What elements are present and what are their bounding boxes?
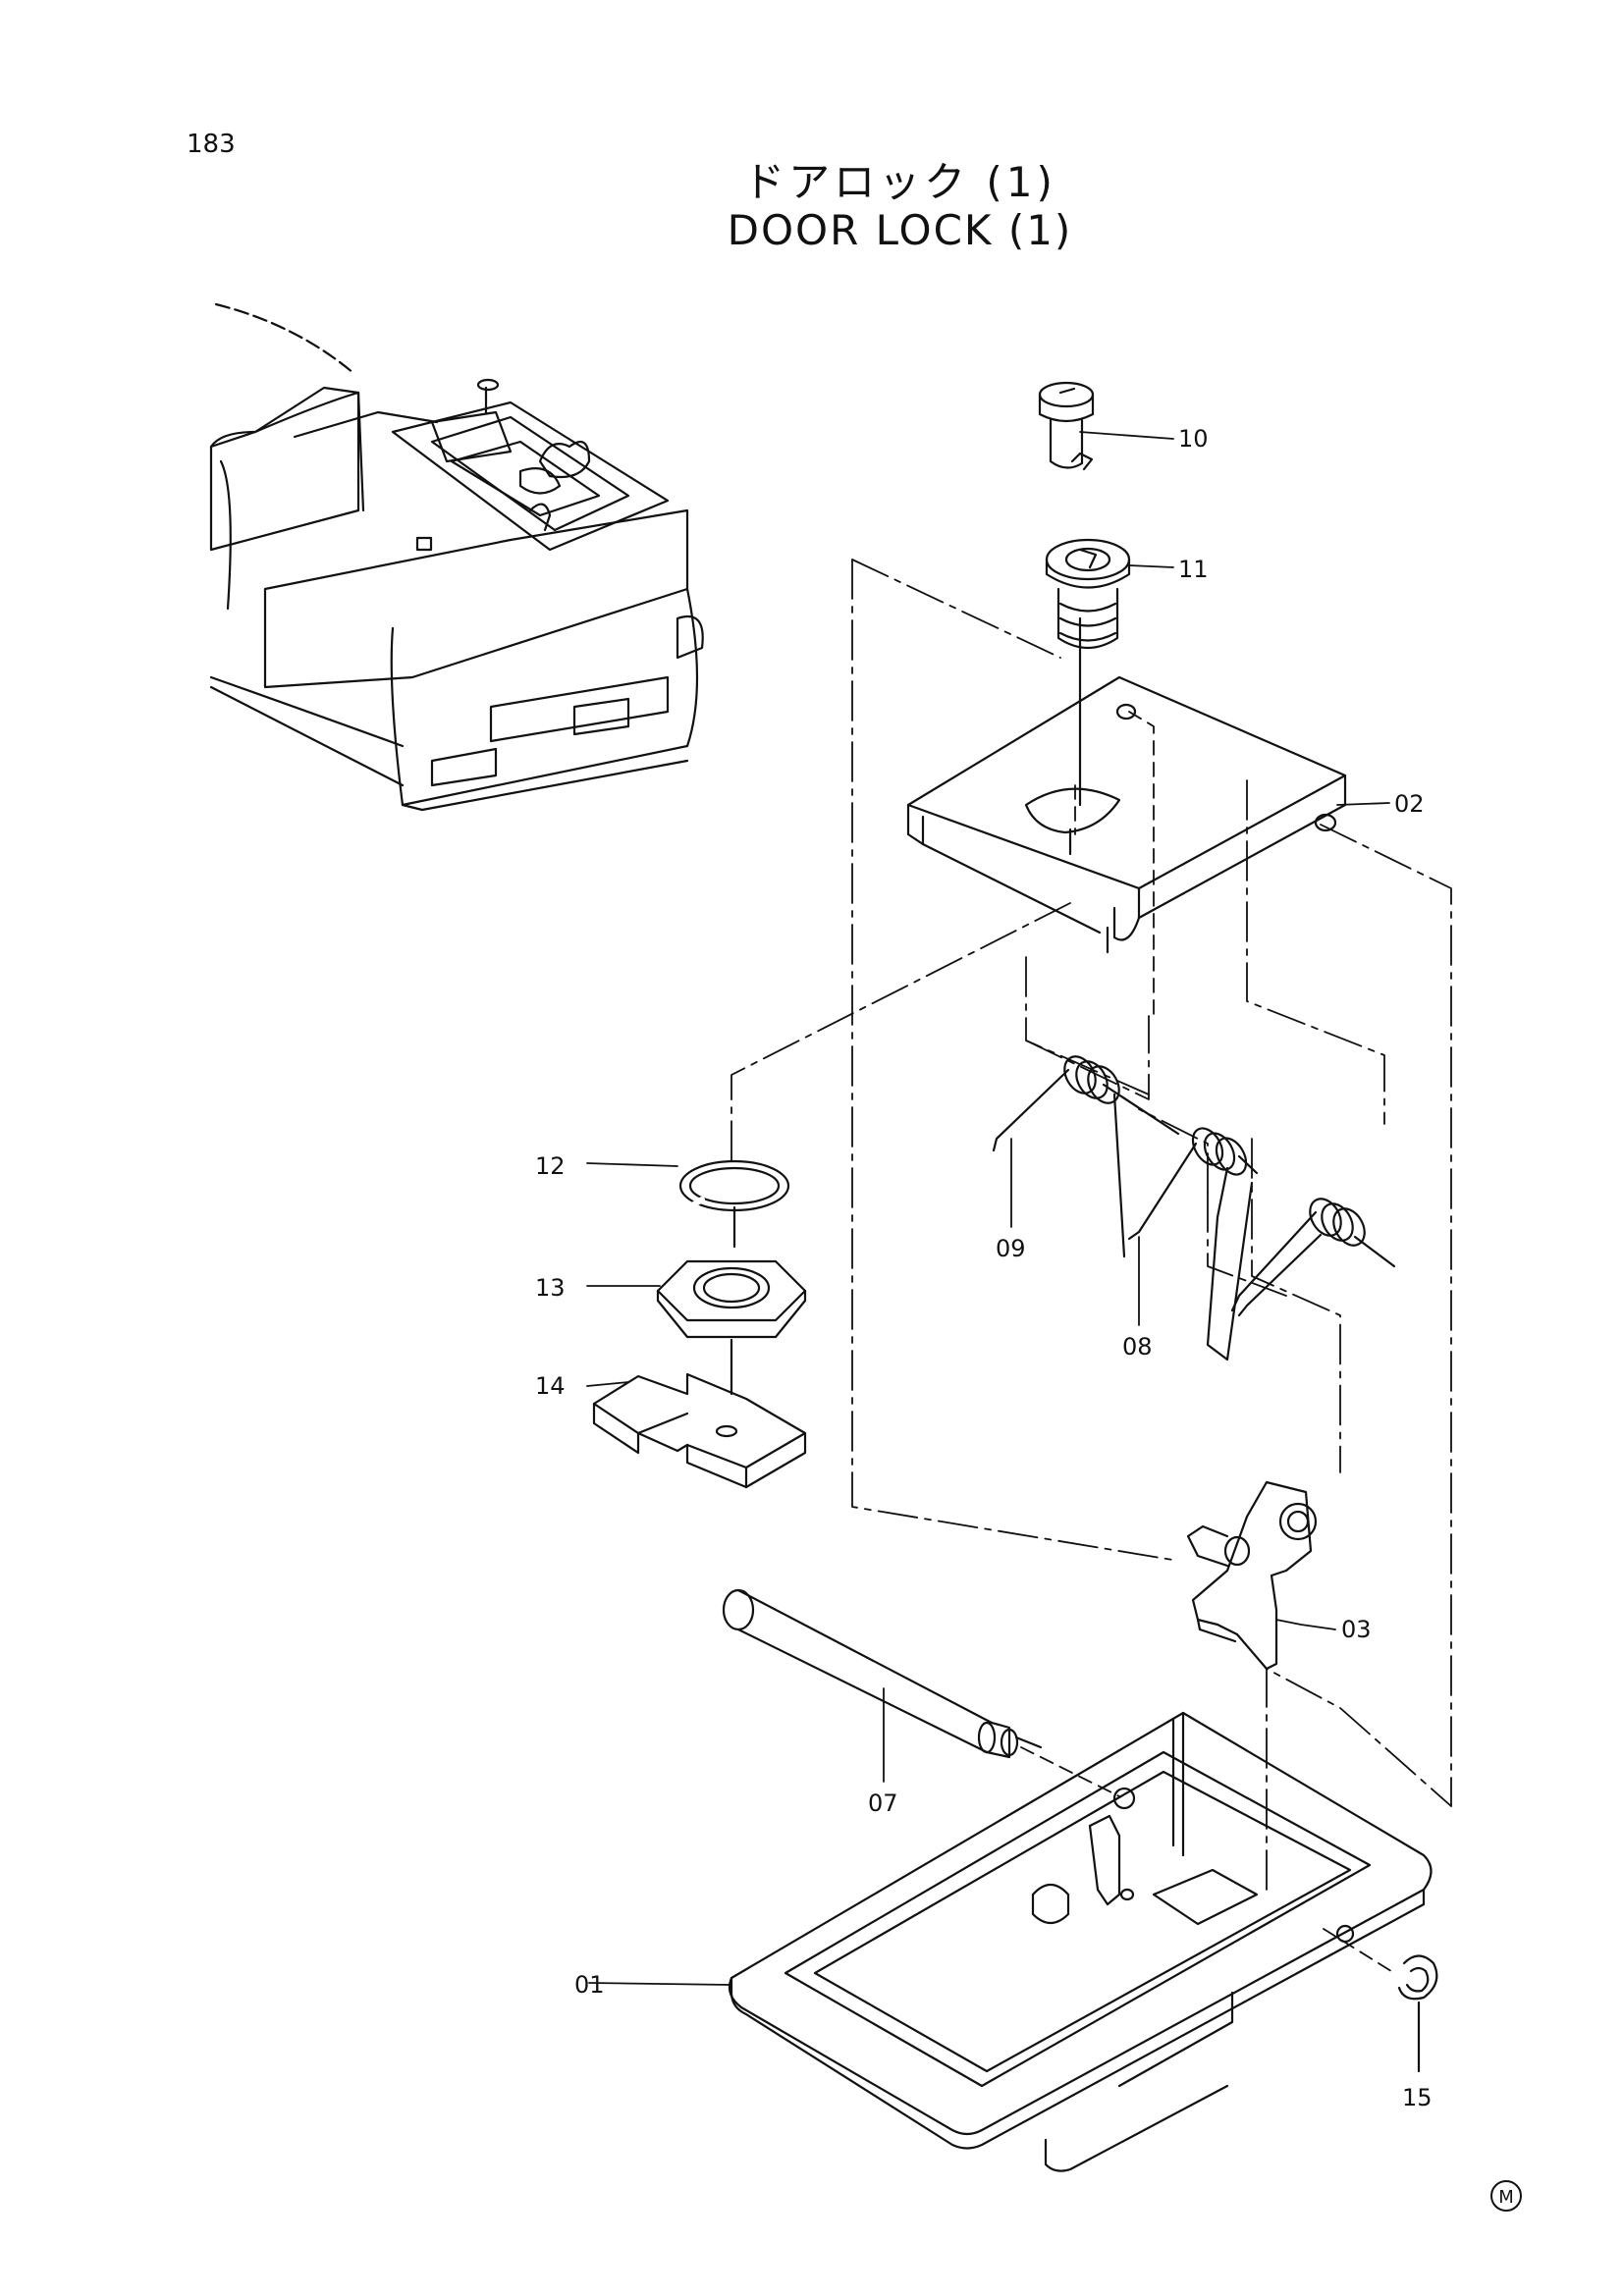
part-02-bracket [906, 616, 1347, 954]
callout-02: 02 [1394, 790, 1425, 818]
callout-07: 07 [868, 1789, 898, 1817]
part-01-base [728, 1711, 1433, 2172]
callout-leaders [586, 431, 1390, 1986]
callout-09: 09 [996, 1235, 1026, 1262]
manufacturer-mark: M [1490, 2180, 1522, 2212]
title-english: DOOR LOCK (1) [727, 206, 1073, 254]
callout-01: 01 [574, 1971, 605, 1999]
page-number: 183 [187, 130, 236, 159]
title-japanese: ドアロック (1) [743, 158, 1056, 206]
part-15-e-ring [1397, 1954, 1438, 2073]
machine-overview-inset [209, 302, 704, 812]
part-10-key-cylinder [1038, 381, 1095, 471]
callout-15: 15 [1402, 2084, 1433, 2111]
callout-11: 11 [1178, 556, 1209, 583]
callout-14: 14 [535, 1372, 566, 1400]
part-03-latch [1186, 1480, 1318, 1671]
part-07-pin [722, 1588, 1043, 1759]
callout-labels: 10 11 02 12 13 14 09 08 03 07 01 15 [535, 425, 1433, 2111]
assembly-guide-lines [730, 559, 1452, 1891]
callout-03: 03 [1341, 1616, 1372, 1643]
callout-10: 10 [1178, 425, 1209, 453]
part-spring-right [1230, 1198, 1396, 1317]
part-09-spring [992, 1055, 1180, 1258]
part-13-nut [656, 1259, 807, 1396]
part-08-spring [1127, 1127, 1259, 1362]
callout-13: 13 [535, 1274, 566, 1302]
part-14-plate [592, 1372, 807, 1489]
part-12-snap-ring [678, 1159, 790, 1249]
part-11-cylinder-housing [1045, 538, 1131, 649]
callout-08: 08 [1122, 1333, 1153, 1361]
callout-12: 12 [535, 1152, 566, 1180]
